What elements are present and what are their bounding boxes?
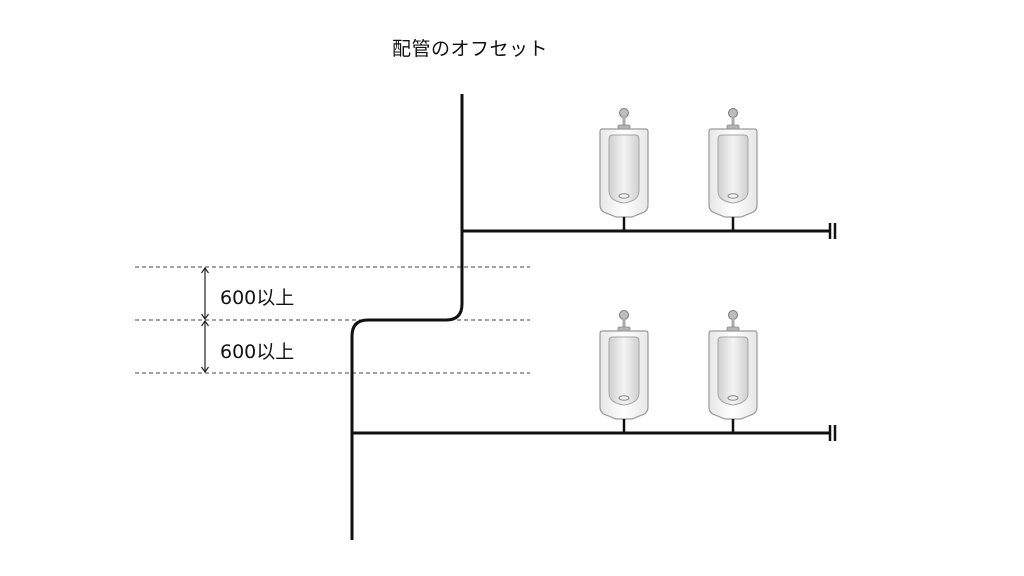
urinal-upper-right	[707, 107, 759, 233]
dimension-guide-lines	[135, 266, 530, 374]
urinal-lower-left	[598, 309, 650, 435]
offset-stack-pipe	[350, 94, 464, 540]
dimension-arrows	[201, 266, 209, 374]
diagram-title: 配管のオフセット	[392, 38, 549, 60]
upper-branch-pipe	[462, 223, 837, 239]
lower-branch-pipe	[352, 425, 837, 441]
urinal-upper-left	[598, 107, 650, 233]
urinal-lower-right	[707, 309, 759, 435]
dimension-label-lower: 600以上	[220, 341, 295, 363]
dimension-label-upper: 600以上	[220, 287, 295, 309]
